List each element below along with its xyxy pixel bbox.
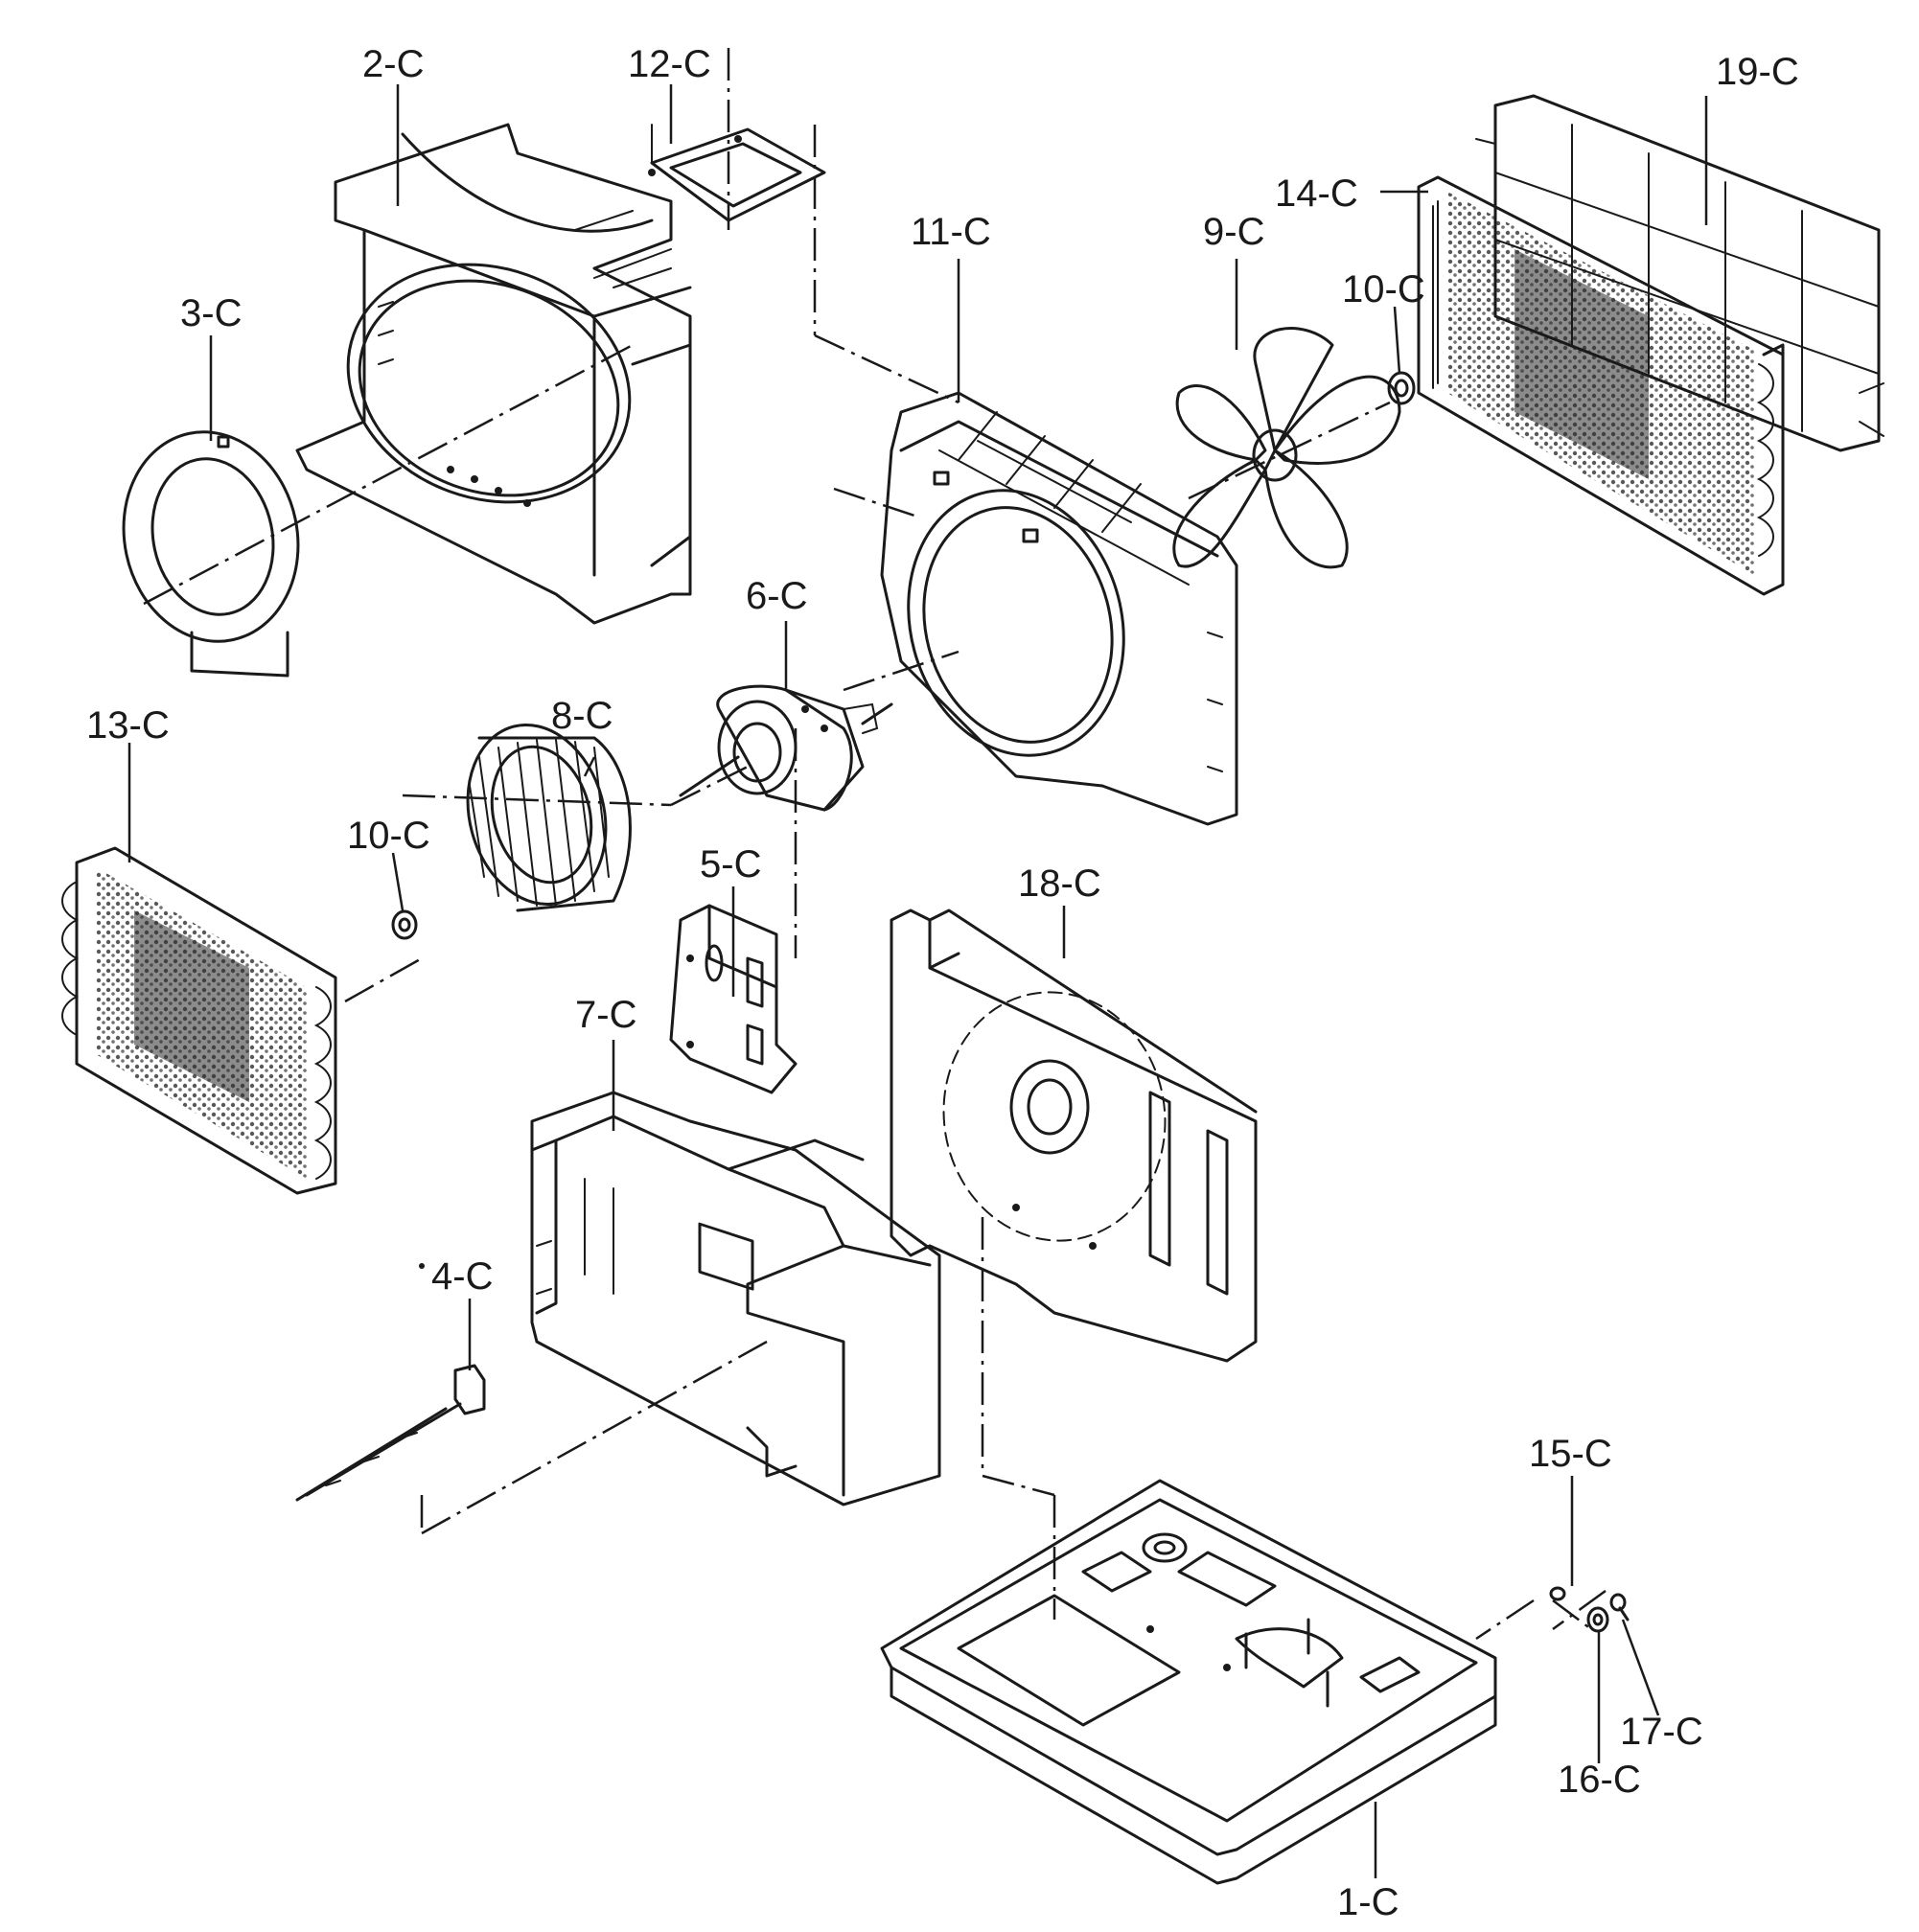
base-pan	[880, 1479, 1497, 1885]
fan-motor	[679, 684, 893, 812]
label-part-18: 18-C	[1018, 862, 1101, 905]
axial-fan-blade	[1172, 327, 1401, 569]
assembly-center-lines	[143, 48, 1607, 1641]
label-part-10-lower: 10-C	[347, 815, 430, 857]
label-part-14: 14-C	[1275, 172, 1358, 215]
label-part-6: 6-C	[746, 575, 807, 617]
partition-panel	[890, 908, 1258, 1363]
label-part-16: 16-C	[1558, 1759, 1641, 1801]
mounting-bracket	[648, 124, 826, 222]
label-part-7: 7-C	[575, 994, 636, 1036]
label-part-12: 12-C	[628, 43, 711, 85]
label-part-13: 13-C	[86, 704, 170, 747]
label-part-9: 9-C	[1203, 211, 1264, 253]
label-part-15: 15-C	[1529, 1433, 1612, 1475]
leader-lines	[127, 84, 1708, 1878]
evaporator-housing	[295, 123, 692, 625]
label-part-4: 4-C	[431, 1255, 493, 1298]
label-part-1: 1-C	[1337, 1881, 1399, 1923]
label-part-5: 5-C	[700, 843, 761, 886]
label-part-19: 19-C	[1716, 51, 1799, 93]
label-part-17: 17-C	[1620, 1711, 1703, 1753]
shaft-clamp-upper	[1387, 371, 1416, 405]
outer-cabinet	[530, 1091, 941, 1506]
label-part-8: 8-C	[551, 695, 613, 737]
fan-shroud	[880, 391, 1238, 826]
part-labels: 2-C 12-C 19-C 14-C 11-C 9-C 10-C 3-C 6-C…	[86, 43, 1799, 1923]
drain-plug	[1549, 1586, 1566, 1601]
shaft-clamp-lower	[391, 909, 418, 940]
evaporator-coil	[61, 846, 337, 1195]
screw	[1609, 1593, 1630, 1622]
label-part-2: 2-C	[362, 43, 424, 85]
condenser-coil	[1417, 175, 1785, 596]
thermistor-sensor	[295, 1263, 486, 1502]
label-part-3: 3-C	[180, 292, 242, 334]
filter-grille	[1475, 94, 1884, 452]
orifice-ring	[122, 430, 300, 678]
label-part-10-upper: 10-C	[1342, 268, 1425, 310]
washer	[1586, 1606, 1609, 1633]
motor-mount-bracket	[669, 904, 798, 1291]
label-part-11: 11-C	[911, 211, 991, 253]
blower-wheel	[466, 723, 632, 912]
